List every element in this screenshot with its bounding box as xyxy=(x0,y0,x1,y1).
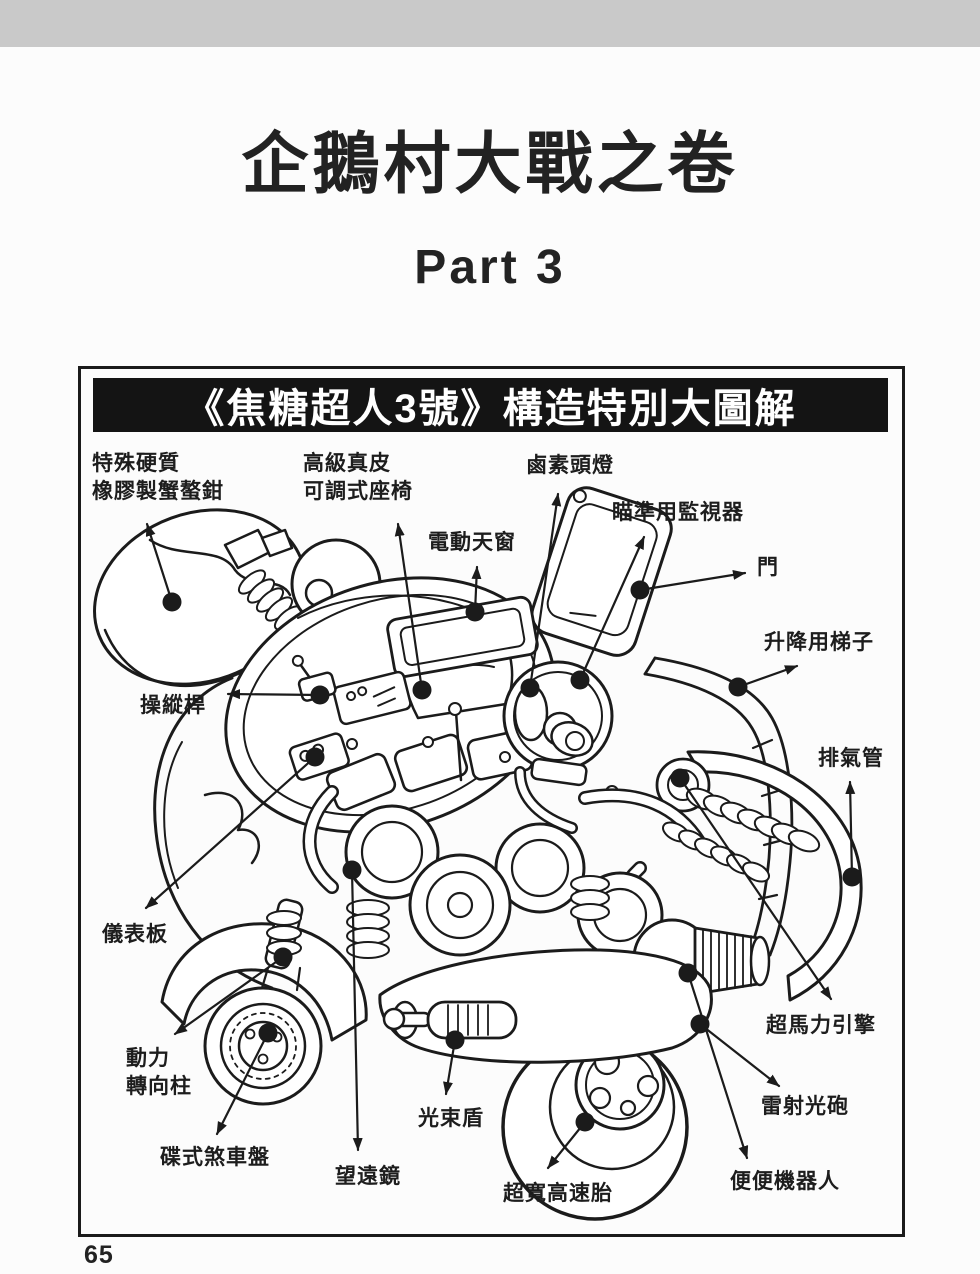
leader-line-steering xyxy=(173,955,285,1036)
part-label-joystick: 操縱桿 xyxy=(140,694,206,717)
leader-dot-telescope xyxy=(342,860,362,880)
claw-mechanism xyxy=(223,528,303,631)
part-label-beam-shield: 光束盾 xyxy=(418,1107,484,1130)
part-label-door: 門 xyxy=(757,556,779,579)
part-label-seat: 高級真皮可調式座椅 xyxy=(303,452,413,503)
steering-column xyxy=(260,898,304,992)
leader-dot-door xyxy=(630,580,650,600)
part-label-laser: 雷射光砲 xyxy=(761,1095,849,1118)
leader-dot-exhaust xyxy=(842,867,862,887)
leader-line-telescope xyxy=(350,868,363,1152)
part-label-exhaust: 排氣管 xyxy=(818,747,884,770)
part-label-engine: 超馬力引擎 xyxy=(766,1014,876,1037)
part-label-brake: 碟式煞車盤 xyxy=(160,1146,270,1169)
leader-line-joystick xyxy=(226,689,322,700)
leader-line-monitor xyxy=(578,535,646,682)
diagram-header: 《焦糖超人3號》構造特別大圖解 xyxy=(93,378,888,432)
part-label-headlight: 鹵素頭燈 xyxy=(526,454,614,477)
part-label-poop-robot: 便便機器人 xyxy=(730,1170,840,1193)
leader-line-crab-claw xyxy=(145,522,174,604)
leader-line-laser xyxy=(698,1022,781,1088)
leader-dot-beam-shield xyxy=(445,1030,465,1050)
engine-cluster xyxy=(344,804,664,959)
part-label-monitor: 瞄準用監視器 xyxy=(612,501,744,524)
leader-dot-ladder xyxy=(728,677,748,697)
leader-dot-tire xyxy=(575,1112,595,1132)
leader-line-engine xyxy=(678,776,833,1001)
part-label-dashboard: 儀表板 xyxy=(102,923,168,946)
page-number: 65 xyxy=(84,1241,114,1269)
leader-line-headlight xyxy=(528,492,562,690)
part-label-telescope: 望遠鏡 xyxy=(335,1165,401,1188)
chapter-part: Part 3 xyxy=(414,241,566,294)
leader-dot-poop-robot xyxy=(678,963,698,983)
leader-dot-headlight xyxy=(520,678,540,698)
front-wheel xyxy=(203,986,323,1106)
leader-dot-engine xyxy=(670,768,690,788)
part-label-ladder: 升降用梯子 xyxy=(764,631,874,654)
leader-dot-steering xyxy=(273,947,293,967)
leader-line-poop-robot xyxy=(686,971,749,1160)
leader-line-tire xyxy=(546,1120,587,1170)
part-label-sunroof: 電動天窗 xyxy=(428,531,516,554)
part-label-crab-claw: 特殊硬質橡膠製蟹螯鉗 xyxy=(92,452,224,503)
leader-dot-joystick xyxy=(310,685,330,705)
leader-dot-crab-claw xyxy=(162,592,182,612)
part-label-steering: 動力轉向柱 xyxy=(126,1047,192,1098)
rear-fender xyxy=(686,750,863,1002)
antenna xyxy=(448,702,463,782)
leader-line-ladder xyxy=(736,664,799,689)
sunroof xyxy=(386,595,539,678)
leader-line-dashboard xyxy=(144,755,317,910)
leader-line-brake xyxy=(215,1031,270,1136)
scan-top-bar xyxy=(0,0,980,47)
laser-cannon-arm xyxy=(378,948,713,1064)
leader-line-door xyxy=(638,569,747,592)
leader-dot-seat xyxy=(412,680,432,700)
leader-dot-monitor xyxy=(570,670,590,690)
leader-line-seat xyxy=(394,522,424,692)
leader-dot-sunroof xyxy=(465,602,485,622)
front-fender xyxy=(160,922,368,1042)
chapter-title: 企鵝村大戰之卷 xyxy=(241,127,739,202)
leader-line-exhaust xyxy=(845,780,856,879)
part-label-tire: 超寬高速胎 xyxy=(503,1182,613,1205)
leader-dot-brake xyxy=(258,1023,278,1043)
annotation-arrows xyxy=(144,492,862,1170)
door-panel xyxy=(530,486,673,657)
leader-dot-dashboard xyxy=(305,747,325,767)
